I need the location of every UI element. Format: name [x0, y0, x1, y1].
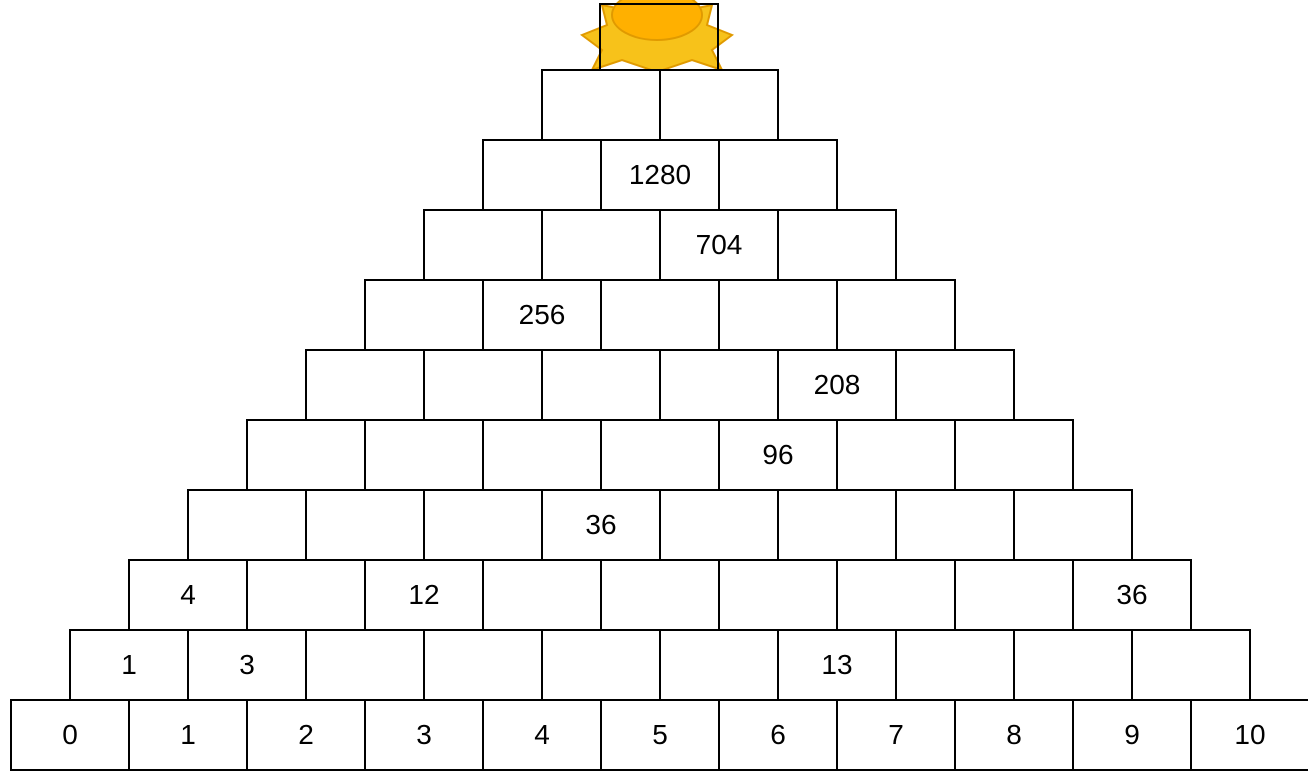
pyramid-cell-r9-c9[interactable]: 9	[1072, 699, 1192, 771]
pyramid-cell-r8-c1[interactable]: 3	[187, 629, 307, 701]
pyramid-cell-r1-c0[interactable]	[482, 139, 602, 211]
pyramid-cell-r6-c3[interactable]: 36	[541, 489, 661, 561]
pyramid-cell-r6-c0[interactable]	[187, 489, 307, 561]
pyramid-cell-r9-c3[interactable]: 3	[364, 699, 484, 771]
pyramid-cell-r3-c1[interactable]: 256	[482, 279, 602, 351]
pyramid-cell-r8-c2[interactable]	[305, 629, 425, 701]
pyramid-cell-r4-c2[interactable]	[541, 349, 661, 421]
pyramid-cell-r6-c5[interactable]	[777, 489, 897, 561]
pyramid-cell-r5-c3[interactable]	[600, 419, 720, 491]
pyramid-cell-r9-c4[interactable]: 4	[482, 699, 602, 771]
pyramid-cell-r6-c1[interactable]	[305, 489, 425, 561]
pyramid-cell-r8-c7[interactable]	[895, 629, 1015, 701]
pyramid-cell-r3-c0[interactable]	[364, 279, 484, 351]
pyramid-cell-r9-c0[interactable]: 0	[10, 699, 130, 771]
pyramid-cell-r4-c3[interactable]	[659, 349, 779, 421]
pyramid-cell-r1-c1[interactable]: 1280	[600, 139, 720, 211]
pyramid-cell-r8-c0[interactable]: 1	[69, 629, 189, 701]
top-cell[interactable]	[599, 3, 719, 75]
pyramid-cell-r2-c1[interactable]	[541, 209, 661, 281]
pyramid-cell-r3-c3[interactable]	[718, 279, 838, 351]
pyramid-cell-r2-c3[interactable]	[777, 209, 897, 281]
pyramid-cell-r9-c8[interactable]: 8	[954, 699, 1074, 771]
pyramid-cell-r6-c4[interactable]	[659, 489, 779, 561]
pyramid-cell-r2-c0[interactable]	[423, 209, 543, 281]
pyramid-cell-r1-c2[interactable]	[718, 139, 838, 211]
pyramid-cell-r5-c5[interactable]	[836, 419, 956, 491]
pyramid-cell-r2-c2[interactable]: 704	[659, 209, 779, 281]
pyramid-cell-r0-c0[interactable]	[541, 69, 661, 141]
pyramid-cell-r5-c4[interactable]: 96	[718, 419, 838, 491]
pyramid-cell-r8-c9[interactable]	[1131, 629, 1251, 701]
pyramid-cell-r7-c8[interactable]: 36	[1072, 559, 1192, 631]
pyramid-cell-r6-c7[interactable]	[1013, 489, 1133, 561]
pyramid-cell-r8-c5[interactable]	[659, 629, 779, 701]
pyramid-cell-r7-c4[interactable]	[600, 559, 720, 631]
pyramid-cell-r4-c5[interactable]	[895, 349, 1015, 421]
pyramid-cell-r9-c2[interactable]: 2	[246, 699, 366, 771]
pyramid-cell-r9-c10[interactable]: 10	[1190, 699, 1308, 771]
pyramid-cell-r7-c3[interactable]	[482, 559, 602, 631]
pyramid-cell-r7-c5[interactable]	[718, 559, 838, 631]
pyramid-cell-r9-c5[interactable]: 5	[600, 699, 720, 771]
pyramid-cell-r8-c3[interactable]	[423, 629, 543, 701]
pyramid-cell-r4-c4[interactable]: 208	[777, 349, 897, 421]
pyramid-cell-r3-c2[interactable]	[600, 279, 720, 351]
pyramid-cell-r9-c6[interactable]: 6	[718, 699, 838, 771]
pyramid-cell-r9-c1[interactable]: 1	[128, 699, 248, 771]
pyramid-cell-r5-c2[interactable]	[482, 419, 602, 491]
pyramid-cell-r7-c7[interactable]	[954, 559, 1074, 631]
pyramid-cell-r0-c1[interactable]	[659, 69, 779, 141]
pyramid-cell-r3-c4[interactable]	[836, 279, 956, 351]
pyramid-cell-r8-c6[interactable]: 13	[777, 629, 897, 701]
pyramid-cell-r7-c1[interactable]	[246, 559, 366, 631]
pyramid-cell-r5-c6[interactable]	[954, 419, 1074, 491]
pyramid-cell-r8-c4[interactable]	[541, 629, 661, 701]
pyramid-cell-r4-c1[interactable]	[423, 349, 543, 421]
pyramid-cell-r9-c7[interactable]: 7	[836, 699, 956, 771]
pyramid-cell-r7-c6[interactable]	[836, 559, 956, 631]
pyramid-cell-r8-c8[interactable]	[1013, 629, 1133, 701]
pyramid-cell-r7-c0[interactable]: 4	[128, 559, 248, 631]
pyramid-cell-r6-c2[interactable]	[423, 489, 543, 561]
pyramid-cell-r7-c2[interactable]: 12	[364, 559, 484, 631]
pyramid-cell-r4-c0[interactable]	[305, 349, 425, 421]
pyramid-cell-r6-c6[interactable]	[895, 489, 1015, 561]
pyramid-cell-r5-c0[interactable]	[246, 419, 366, 491]
pyramid-cell-r5-c1[interactable]	[364, 419, 484, 491]
